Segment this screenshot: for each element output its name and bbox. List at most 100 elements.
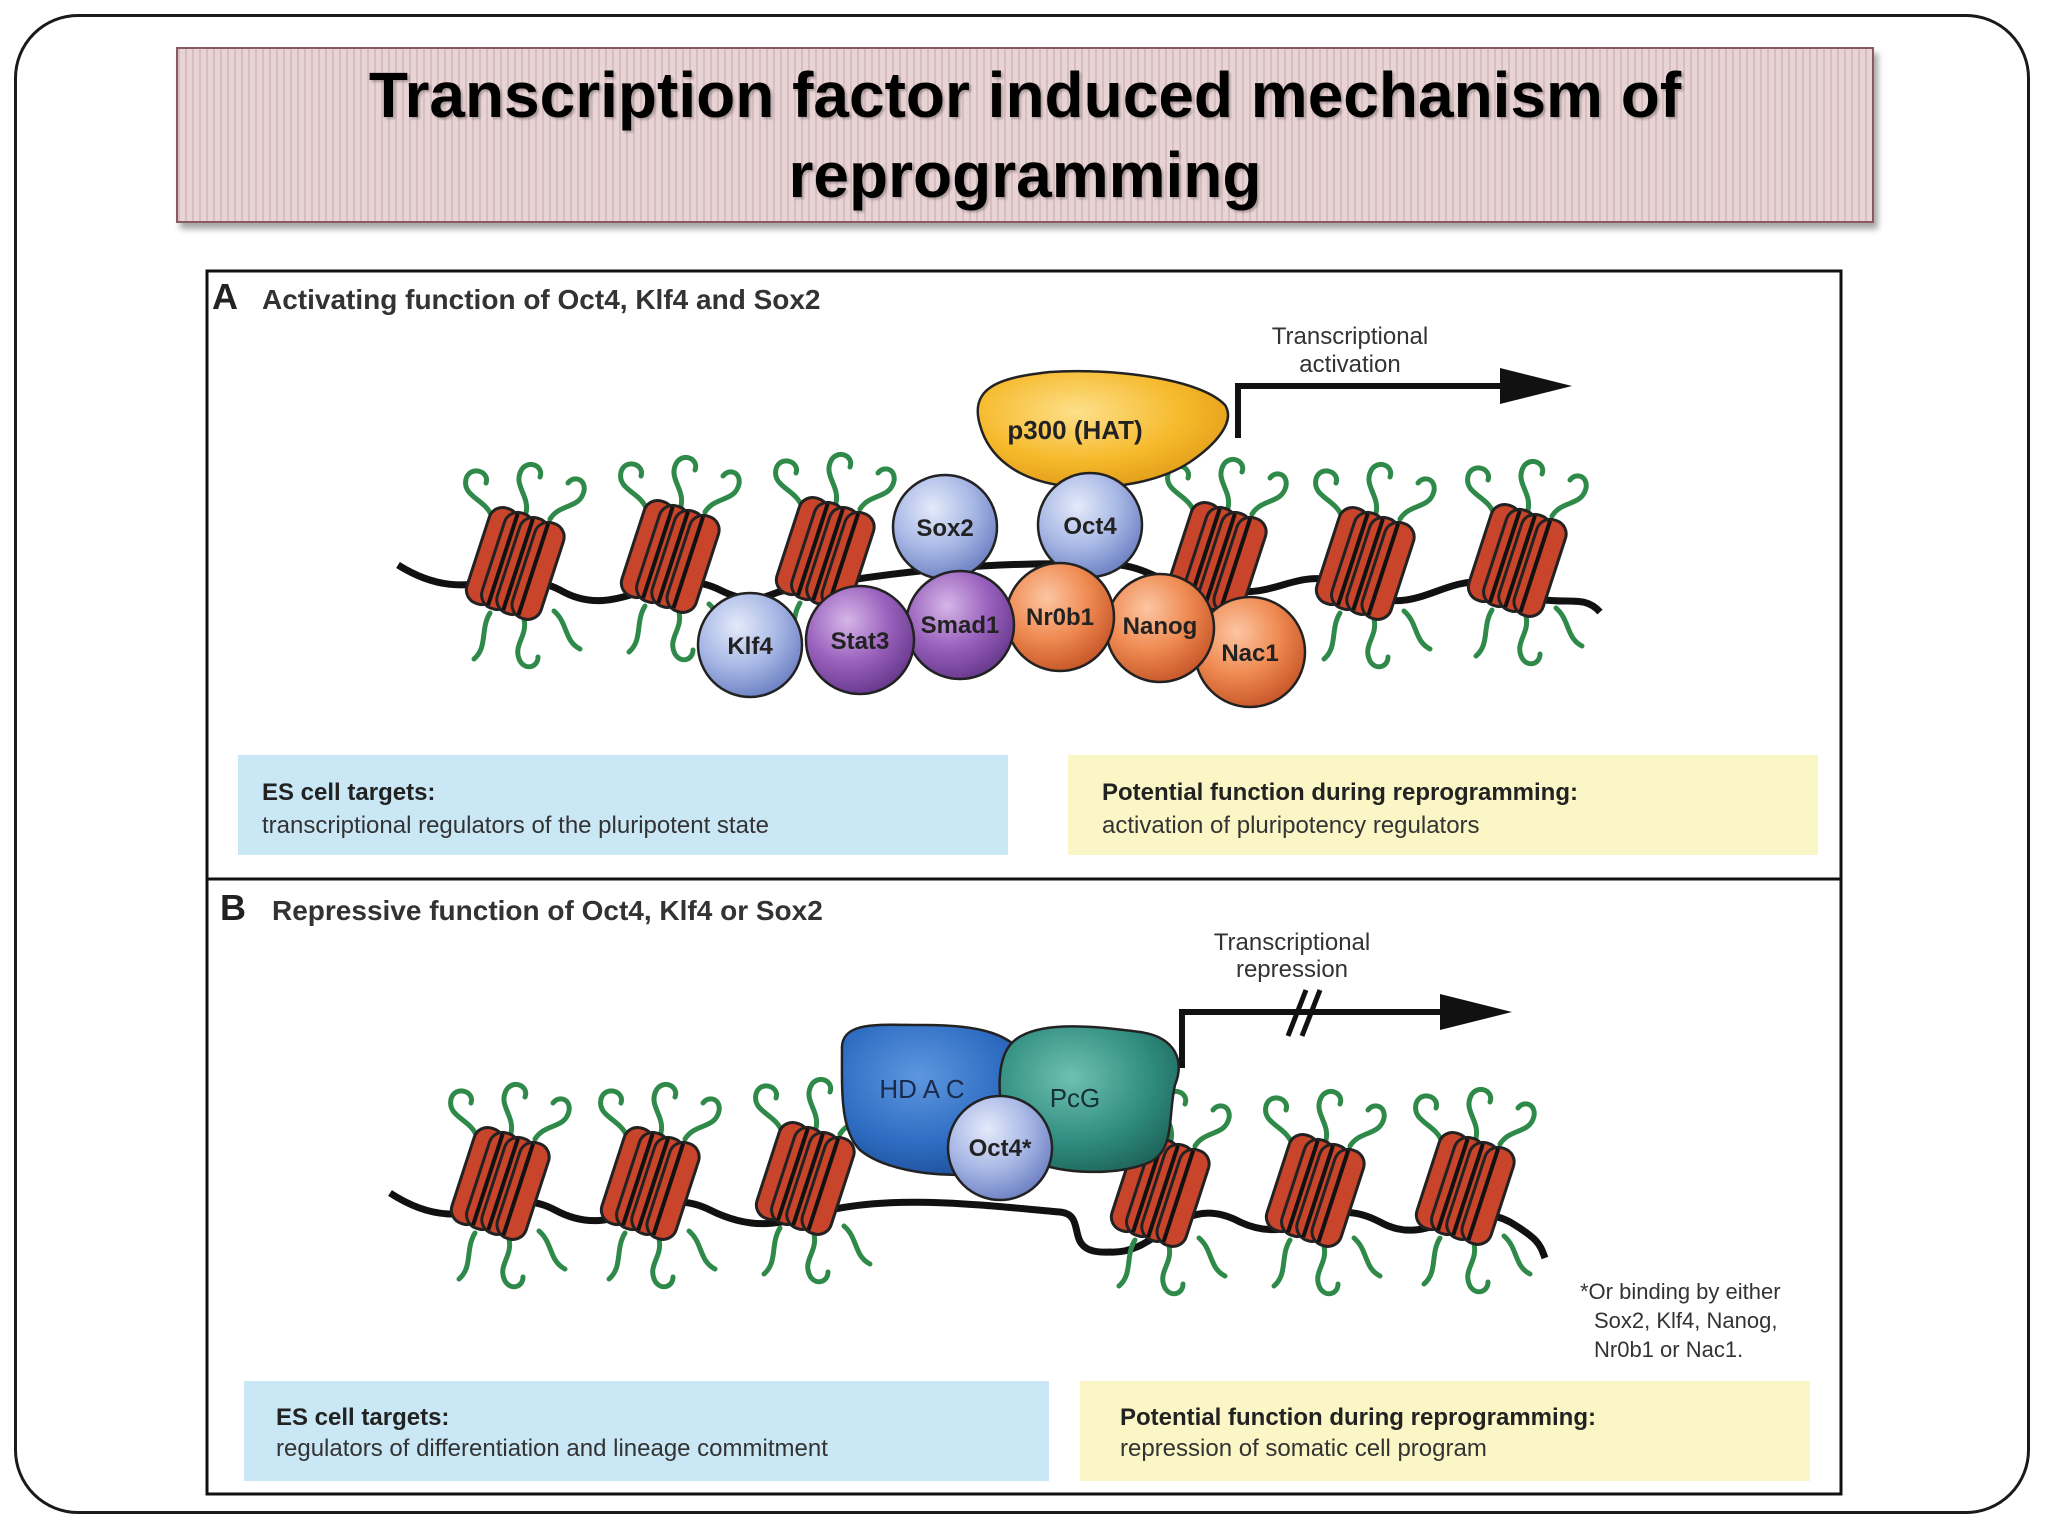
nac1-label: Nac1 bbox=[1221, 640, 1278, 667]
histone-tail bbox=[1501, 1233, 1533, 1277]
panel-b-targets-text: regulators of differentiation and lineag… bbox=[276, 1435, 828, 1462]
histone-tail bbox=[456, 1230, 478, 1282]
nucleosomes-a bbox=[463, 452, 1589, 670]
histone-tail bbox=[551, 608, 583, 652]
stat3-label: Stat3 bbox=[831, 628, 890, 655]
panel-a-nucleosome-5 bbox=[1313, 462, 1437, 670]
histone-tail bbox=[500, 1236, 526, 1290]
panel-a-letter: A bbox=[212, 276, 238, 317]
histone-tail bbox=[1249, 471, 1289, 517]
dna-wrap bbox=[806, 1138, 841, 1231]
dna-wrap bbox=[1518, 520, 1553, 613]
histone-tail bbox=[1321, 610, 1343, 662]
arrow-a-label-line1: Transcriptional bbox=[1272, 323, 1429, 350]
title-banner: Transcription factor induced mechanism o… bbox=[176, 47, 1874, 223]
panel-b-nucleosome-1 bbox=[448, 1082, 572, 1290]
dna-wrap bbox=[1466, 1148, 1501, 1241]
histone-tail bbox=[1518, 459, 1546, 513]
dna-wrap bbox=[1316, 1150, 1351, 1243]
histone-tail bbox=[471, 610, 493, 662]
panel-a-function-text: activation of pluripotency regulators bbox=[1102, 812, 1480, 839]
slide-title: Transcription factor induced mechanism o… bbox=[368, 59, 1682, 211]
panel-a-nucleosome-1 bbox=[463, 462, 587, 670]
dna-wrap bbox=[1503, 515, 1537, 608]
dna-wrap bbox=[1203, 513, 1237, 606]
histone-tail bbox=[806, 1077, 834, 1131]
smad1-label: Smad1 bbox=[921, 612, 1000, 639]
histone-tail bbox=[826, 452, 854, 506]
dna-wrap bbox=[796, 503, 830, 596]
panel-b-heading: Repressive function of Oct4, Klf4 or Sox… bbox=[272, 895, 823, 926]
panel-a-function-title: Potential function during reprogramming: bbox=[1102, 779, 1578, 806]
histone-tail bbox=[1413, 1093, 1445, 1145]
nucleosomes-b bbox=[448, 1077, 1537, 1297]
histone-tail bbox=[515, 616, 541, 670]
histone-tail bbox=[805, 1231, 831, 1285]
panel-a-heading: Activating function of Oct4, Klf4 and So… bbox=[262, 284, 821, 315]
histone-tail bbox=[536, 1228, 568, 1272]
panel-b-function-text: repression of somatic cell program bbox=[1120, 1435, 1487, 1462]
oct4-label: Oct4 bbox=[1063, 513, 1117, 540]
block-mark-1 bbox=[1285, 989, 1309, 1037]
block-mark-2 bbox=[1299, 989, 1323, 1037]
dna-wrap bbox=[656, 511, 690, 604]
dna-wrap bbox=[1366, 523, 1401, 616]
histone-tail bbox=[1421, 1235, 1443, 1287]
dna-wrap bbox=[1336, 513, 1370, 606]
histone-tail bbox=[606, 1230, 628, 1282]
footnote-line1: *Or binding by either bbox=[1580, 1279, 1781, 1304]
dna-wrap bbox=[651, 1143, 686, 1236]
histone-tail bbox=[448, 1088, 480, 1140]
histone-tail bbox=[1397, 476, 1437, 522]
histone-tail bbox=[626, 603, 648, 655]
arrow-b-label-line1: Transcriptional bbox=[1214, 929, 1371, 956]
transcription-arrow-a-line bbox=[1235, 383, 1508, 438]
histone-tail bbox=[773, 458, 805, 510]
histone-tail bbox=[1271, 1237, 1293, 1289]
histone-tail bbox=[1196, 1235, 1228, 1279]
histone-tail bbox=[650, 1236, 676, 1290]
footnote-line2: Sox2, Klf4, Nanog, bbox=[1594, 1308, 1777, 1333]
histone-tail bbox=[1465, 1241, 1491, 1295]
panel-b-function-box bbox=[1080, 1381, 1810, 1481]
klf4-factor bbox=[696, 591, 804, 699]
dna-wrap bbox=[1161, 1150, 1196, 1243]
dna-wrap bbox=[621, 1133, 655, 1226]
histone-tail bbox=[686, 1228, 718, 1272]
histone-tail bbox=[1116, 1237, 1138, 1289]
panel-a-function-box bbox=[1068, 755, 1818, 855]
histone-tail bbox=[761, 1225, 783, 1277]
dna-wrap bbox=[1451, 1143, 1485, 1236]
nanog-label: Nanog bbox=[1123, 613, 1198, 640]
klf4-label: Klf4 bbox=[727, 633, 773, 660]
histone-tail bbox=[1473, 607, 1495, 659]
transcription-arrow-b-head bbox=[1440, 994, 1512, 1030]
dna-wrap bbox=[1351, 518, 1385, 611]
dna-wrap bbox=[1301, 1145, 1335, 1238]
dna-wrap bbox=[516, 523, 551, 616]
arrow-b-label-line2: repression bbox=[1236, 956, 1348, 983]
dna-wrap bbox=[486, 1138, 520, 1231]
histone-tail bbox=[670, 609, 696, 663]
histone-tail bbox=[1192, 1103, 1232, 1149]
histone-tail bbox=[671, 455, 699, 509]
dna-wrap bbox=[811, 508, 845, 601]
histone-tail bbox=[651, 1082, 679, 1136]
dna-wrap bbox=[486, 513, 520, 606]
histone-tail bbox=[1401, 608, 1433, 652]
histone-tail bbox=[702, 469, 742, 515]
panel-a-targets-title: ES cell targets: bbox=[262, 779, 435, 806]
panel-b-nucleosome-3 bbox=[753, 1077, 877, 1285]
histone-tail bbox=[682, 1096, 722, 1142]
footnote-line3: Nr0b1 or Nac1. bbox=[1594, 1337, 1743, 1362]
histone-tail bbox=[1366, 462, 1394, 516]
dna-wrap bbox=[1286, 1140, 1320, 1233]
stat3-factor bbox=[804, 584, 916, 696]
dna-wrap bbox=[671, 516, 706, 609]
panel-b-nucleosome-6 bbox=[1413, 1087, 1537, 1295]
histone-tail bbox=[1351, 1235, 1383, 1279]
dna-wrap bbox=[471, 1133, 505, 1226]
dna-wrap bbox=[1146, 1145, 1180, 1238]
